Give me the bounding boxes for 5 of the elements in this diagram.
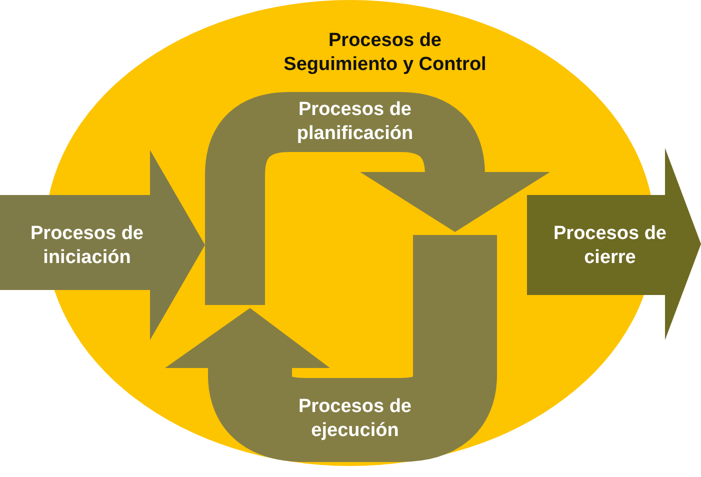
node-label: Procesos de cierre	[552, 222, 668, 270]
group-title: Procesos de Seguimiento y Control	[282, 29, 488, 77]
node-label: Procesos de planificación	[296, 98, 414, 146]
node-label: Procesos de ejecución	[298, 395, 412, 443]
node-label: Procesos de iniciación	[30, 222, 144, 270]
